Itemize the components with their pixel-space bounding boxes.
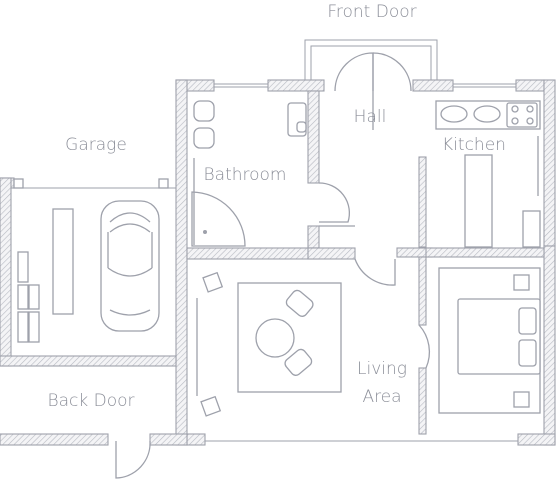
wall-back-left	[0, 433, 109, 446]
wall-top-far-right	[515, 79, 545, 92]
garage	[10, 178, 177, 357]
bidet-icon	[193, 127, 215, 149]
label-living: Living	[357, 359, 407, 379]
label-hall: Hall	[354, 107, 387, 127]
bathroom-door-swing	[191, 191, 246, 247]
wall-garage-bottom	[0, 355, 177, 367]
wall-bed-left-lower	[418, 367, 427, 435]
kitchen-fixtures	[435, 100, 541, 248]
wall-bed-left	[418, 256, 427, 326]
label-bathroom: Bathroom	[204, 165, 287, 185]
wall-garage-left	[0, 177, 12, 367]
wall-bath-bottom-a	[186, 247, 320, 260]
speaker-icon	[202, 271, 224, 293]
wall-right-lower	[543, 245, 556, 446]
label-front-door: Front Door	[327, 2, 416, 22]
kitchen-fridge	[522, 210, 541, 248]
kitchen-sink-1	[440, 105, 468, 123]
bedroom-furniture	[438, 267, 541, 414]
armchair-icon	[284, 289, 314, 376]
hall-door-swing	[318, 182, 351, 223]
wall-bottom-house-2	[517, 433, 556, 446]
bathroom-fixtures	[193, 100, 307, 245]
car-icon	[100, 200, 160, 332]
wall-right-upper	[543, 79, 556, 247]
label-garage: Garage	[65, 135, 127, 155]
living-table	[255, 318, 295, 358]
label-kitchen: Kitchen	[442, 135, 506, 155]
wall-top-right	[412, 79, 454, 92]
outline-walls	[204, 39, 519, 445]
front-door-swing	[334, 52, 374, 92]
wall-left-house	[175, 79, 188, 446]
label-area: Area	[362, 387, 401, 407]
wall-bed-top-b	[425, 247, 545, 258]
wall-hall-left	[307, 90, 320, 184]
doors	[115, 52, 431, 479]
wall-kitchen-left	[418, 156, 427, 248]
back-door-swing	[115, 440, 151, 479]
wall-top-mid	[267, 79, 325, 92]
wall-back-right	[149, 433, 188, 446]
kitchen-island	[464, 154, 493, 248]
garage-light-left	[13, 178, 24, 189]
living-furniture	[196, 271, 342, 417]
toilet-icon	[193, 100, 215, 122]
wall-bath-bottom-b	[307, 247, 356, 260]
kitchen-sink-2	[473, 105, 501, 123]
wall-bottom-house	[186, 433, 206, 446]
wall-hall-left-lower	[307, 225, 320, 249]
label-back-door: Back Door	[47, 391, 134, 411]
garage-shelf-1	[17, 251, 29, 283]
garage-light-right	[158, 178, 169, 189]
garage-workbench	[52, 208, 74, 315]
bedroom-door-swing	[418, 324, 431, 369]
walls	[0, 79, 556, 446]
living-door-swing	[354, 258, 396, 286]
